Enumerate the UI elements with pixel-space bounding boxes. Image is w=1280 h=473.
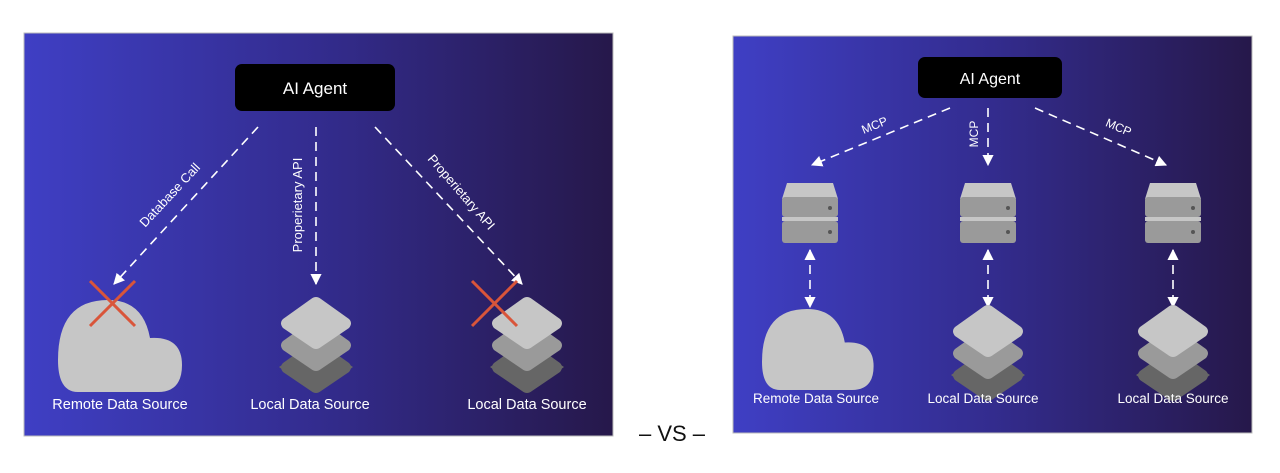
connection-label: Properietary API — [290, 158, 305, 253]
ai-agent-label: AI Agent — [960, 71, 1021, 88]
ai-agent-box — [235, 64, 395, 111]
mcp-server-icon — [782, 183, 838, 243]
mcp-arrow — [1034, 107, 1168, 167]
proprietary-api-arrow — [374, 126, 523, 285]
source-label: Local Data Source — [467, 397, 586, 413]
ai-agent-box — [918, 57, 1062, 98]
source-label: Local Data Source — [927, 391, 1038, 406]
vs-separator: – VS – — [639, 421, 706, 446]
connection-label: MCP — [967, 121, 981, 148]
left-panel: AI Agent Database Call Properietary API … — [23, 32, 614, 437]
blocked-x-icon — [88, 279, 137, 328]
source-label: Remote Data Source — [753, 391, 879, 406]
mcp-server-icon — [960, 183, 1016, 243]
database-call-arrow — [113, 126, 259, 285]
source-label: Local Data Source — [1117, 391, 1228, 406]
mcp-server-icon — [1145, 183, 1201, 243]
ai-agent-label: AI Agent — [283, 79, 348, 98]
right-panel: AI Agent MCP MCP MCP Remote Data Source … — [732, 35, 1253, 434]
blocked-x-icon — [470, 279, 519, 328]
source-label: Remote Data Source — [52, 397, 187, 413]
source-label: Local Data Source — [250, 397, 369, 413]
mcp-arrow — [810, 107, 951, 167]
